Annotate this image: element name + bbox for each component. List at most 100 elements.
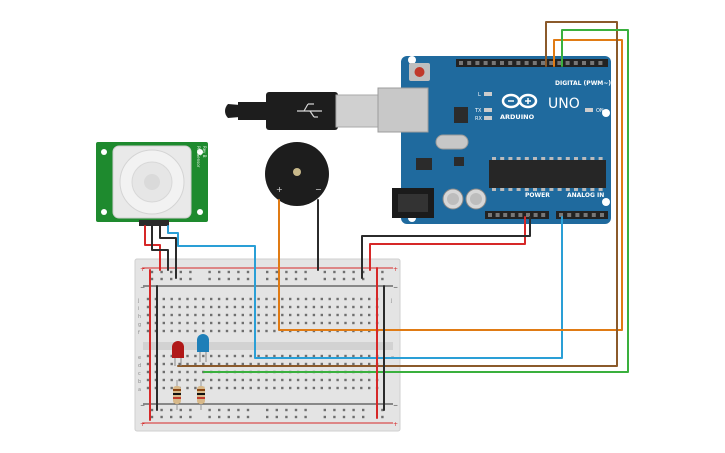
breadboard-hole[interactable] [233,386,237,390]
wire-orange-buzzer[interactable] [278,39,623,331]
breadboard-hole[interactable] [194,329,197,333]
breadboard-hole[interactable] [146,386,150,390]
wire-pir-out[interactable] [159,225,177,279]
breadboard-hole[interactable] [296,297,300,301]
breadboard-hole[interactable] [257,305,260,309]
breadboard-hole[interactable] [289,378,292,382]
breadboard-hole[interactable] [241,297,244,301]
breadboard-hole[interactable] [249,321,252,325]
breadboard-hole[interactable] [170,370,173,374]
digital-pin[interactable] [549,61,554,65]
breadboard-hole[interactable] [304,305,308,309]
breadboard-hole[interactable] [273,313,276,317]
breadboard-hole[interactable] [344,321,347,325]
rail-hole[interactable] [237,270,240,274]
rail-hole[interactable] [150,277,154,281]
breadboard-hole[interactable] [368,378,371,382]
breadboard-hole[interactable] [328,354,331,358]
breadboard-hole[interactable] [296,354,300,358]
breadboard-hole[interactable] [273,297,276,301]
breadboard-hole[interactable] [162,305,165,309]
rail-hole[interactable] [323,270,326,274]
analog-pin[interactable] [559,213,563,217]
breadboard-hole[interactable] [328,362,331,366]
rail-hole[interactable] [352,408,355,412]
digital-pin[interactable] [491,61,496,65]
breadboard-hole[interactable] [178,329,181,333]
breadboard-hole[interactable] [202,378,205,382]
rail-hole[interactable] [294,270,298,274]
breadboard-hole[interactable] [368,354,371,358]
rail-hole[interactable] [170,408,173,412]
breadboard-hole[interactable] [241,354,244,358]
breadboard-hole[interactable] [320,297,323,301]
breadboard-hole[interactable] [336,362,339,366]
breadboard-hole[interactable] [241,313,244,317]
rail-hole[interactable] [208,270,211,274]
breadboard-hole[interactable] [257,362,260,366]
breadboard-hole[interactable] [154,329,158,333]
power-pin[interactable] [526,213,530,217]
breadboard-hole[interactable] [265,378,268,382]
breadboard-hole[interactable] [202,305,205,309]
breadboard-hole[interactable] [344,378,347,382]
breadboard-hole[interactable] [281,362,284,366]
breadboard-hole[interactable] [146,329,150,333]
breadboard-hole[interactable] [154,354,158,358]
breadboard-hole[interactable] [336,354,339,358]
rail-hole[interactable] [362,270,365,274]
breadboard-hole[interactable] [289,313,292,317]
analog-pin[interactable] [600,213,604,217]
rail-hole[interactable] [227,270,230,274]
breadboard-hole[interactable] [233,362,237,366]
wire-pir-gnd[interactable] [151,225,169,271]
rail-hole[interactable] [342,277,346,281]
breadboard-hole[interactable] [249,313,252,317]
rail-hole[interactable] [179,408,182,412]
rail-hole[interactable] [150,415,154,419]
breadboard-hole[interactable] [265,297,268,301]
breadboard-hole[interactable] [186,354,189,358]
rail-hole[interactable] [342,415,346,419]
breadboard-hole[interactable] [217,386,221,390]
breadboard-hole[interactable] [154,305,158,309]
breadboard-hole[interactable] [217,354,221,358]
rail-hole[interactable] [285,408,288,412]
breadboard-hole[interactable] [217,297,221,301]
breadboard-hole[interactable] [368,362,371,366]
breadboard-hole[interactable] [312,297,316,301]
breadboard-hole[interactable] [304,321,308,325]
breadboard-hole[interactable] [225,378,229,382]
breadboard-hole[interactable] [296,386,300,390]
breadboard-hole[interactable] [289,297,292,301]
breadboard-hole[interactable] [296,305,300,309]
breadboard-hole[interactable] [249,329,252,333]
breadboard-hole[interactable] [241,305,244,309]
rail-hole[interactable] [294,415,298,419]
breadboard-hole[interactable] [170,378,173,382]
rail-hole[interactable] [285,415,288,419]
digital-pin[interactable] [541,61,545,65]
breadboard-hole[interactable] [233,313,237,317]
breadboard-hole[interactable] [281,386,284,390]
breadboard-hole[interactable] [210,321,213,325]
digital-pin[interactable] [500,61,504,65]
breadboard-hole[interactable] [210,305,213,309]
breadboard-hole[interactable] [360,313,363,317]
breadboard-hole[interactable] [281,313,284,317]
breadboard-hole[interactable] [178,321,181,325]
breadboard-hole[interactable] [146,321,150,325]
breadboard-hole[interactable] [170,386,173,390]
power-pin[interactable] [503,213,508,217]
breadboard-hole[interactable] [186,362,189,366]
rail-hole[interactable] [381,415,384,419]
breadboard-hole[interactable] [162,313,165,317]
breadboard-hole[interactable] [296,313,300,317]
breadboard-hole[interactable] [328,378,331,382]
digital-pin[interactable] [532,61,537,65]
rail-hole[interactable] [275,408,278,412]
breadboard-hole[interactable] [368,297,371,301]
breadboard-hole[interactable] [265,313,268,317]
rail-hole[interactable] [333,277,336,281]
breadboard-hole[interactable] [328,305,331,309]
